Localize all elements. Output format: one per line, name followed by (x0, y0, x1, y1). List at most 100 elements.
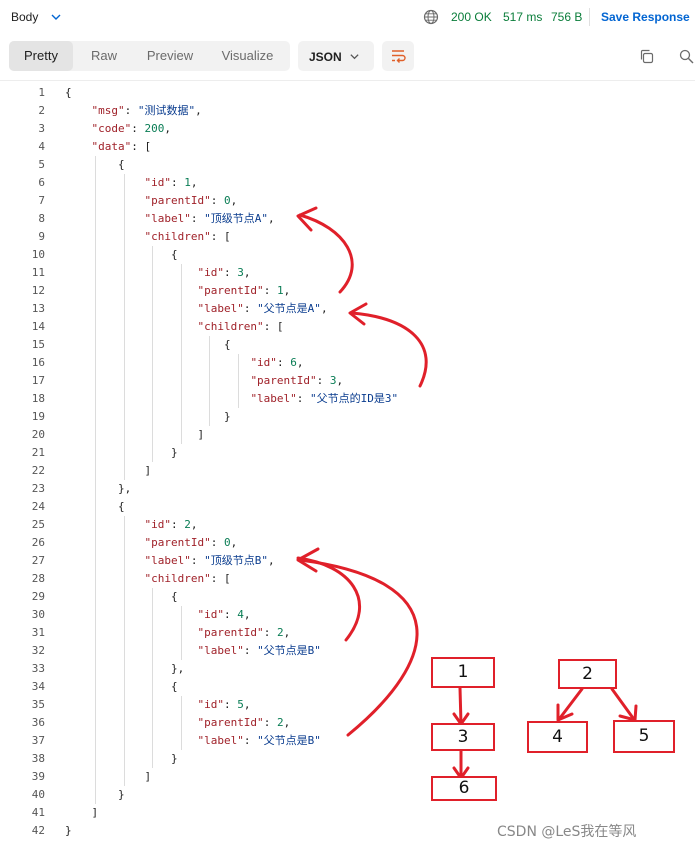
code-line[interactable]: 15 { (0, 336, 695, 354)
code-line[interactable]: 6 "id": 1, (0, 174, 695, 192)
line-number: 25 (31, 518, 45, 531)
line-number: 5 (38, 158, 45, 171)
code-line[interactable]: 30 "id": 4, (0, 606, 695, 624)
code-line[interactable]: 31 "parentId": 2, (0, 624, 695, 642)
code-line[interactable]: 22 ] (0, 462, 695, 480)
code-line[interactable]: 14 "children": [ (0, 318, 695, 336)
code-line[interactable]: 33 }, (0, 660, 695, 678)
code-line[interactable]: 4 "data": [ (0, 138, 695, 156)
code-line[interactable]: 19 } (0, 408, 695, 426)
line-number: 39 (31, 770, 45, 783)
body-dropdown-label[interactable]: Body (11, 10, 39, 24)
code-line[interactable]: 29 { (0, 588, 695, 606)
globe-icon[interactable] (423, 9, 439, 25)
indent-guide (95, 156, 96, 804)
code-line[interactable]: 42} (0, 822, 695, 840)
code-line[interactable]: 11 "id": 3, (0, 264, 695, 282)
code-line[interactable]: 17 "parentId": 3, (0, 372, 695, 390)
code-line[interactable]: 20 ] (0, 426, 695, 444)
code-line[interactable]: 2 "msg": "测试数据", (0, 102, 695, 120)
code-line[interactable]: 37 "label": "父节点是B" (0, 732, 695, 750)
code-text: { (117, 158, 125, 171)
code-line[interactable]: 21 } (0, 444, 695, 462)
code-text: "label": "顶级节点A", (144, 212, 275, 225)
code-line[interactable]: 34 { (0, 678, 695, 696)
tab-visualize[interactable]: Visualize (221, 48, 274, 63)
line-number: 28 (31, 572, 45, 585)
line-number: 26 (31, 536, 45, 549)
wrap-lines-button[interactable] (382, 41, 414, 71)
line-number: 18 (31, 392, 45, 405)
code-line[interactable]: 8 "label": "顶级节点A", (0, 210, 695, 228)
code-line[interactable]: 25 "id": 2, (0, 516, 695, 534)
line-number: 13 (31, 302, 45, 315)
code-line[interactable]: 10 { (0, 246, 695, 264)
code-text: ] (65, 464, 152, 477)
tree-node-box: 2 (558, 659, 617, 689)
line-number: 32 (31, 644, 45, 657)
code-line[interactable]: 35 "id": 5, (0, 696, 695, 714)
tab-preview[interactable]: Preview (146, 48, 194, 63)
code-line[interactable]: 9 "children": [ (0, 228, 695, 246)
copy-icon[interactable] (639, 49, 654, 64)
code-text: } (65, 410, 231, 423)
code-text: "label": "父节点是B" (197, 644, 321, 657)
line-number: 42 (31, 824, 45, 837)
save-response-button[interactable]: Save Response (601, 10, 690, 24)
line-number: 27 (31, 554, 45, 567)
tab-pretty[interactable]: Pretty (9, 41, 73, 71)
line-number: 40 (31, 788, 45, 801)
search-icon[interactable] (679, 49, 694, 64)
response-size[interactable]: 756 B (551, 10, 583, 24)
code-text: ] (65, 806, 99, 819)
code-line[interactable]: 5 { (0, 156, 695, 174)
line-number: 14 (31, 320, 45, 333)
code-text: "id": 1, (144, 176, 198, 189)
line-number: 16 (31, 356, 45, 369)
code-line[interactable]: 38 } (0, 750, 695, 768)
code-text: "parentId": 2, (197, 716, 291, 729)
code-line[interactable]: 40 } (0, 786, 695, 804)
code-text: "children": [ (144, 230, 231, 243)
code-text: "data": [ (91, 140, 152, 153)
code-line[interactable]: 24 { (0, 498, 695, 516)
code-line[interactable]: 39 ] (0, 768, 695, 786)
code-line[interactable]: 7 "parentId": 0, (0, 192, 695, 210)
toolbar-divider (0, 80, 695, 81)
tab-raw[interactable]: Raw (90, 48, 117, 63)
code-line[interactable]: 16 "id": 6, (0, 354, 695, 372)
line-number: 2 (38, 104, 45, 117)
indent-guide (124, 174, 125, 480)
code-line[interactable]: 28 "children": [ (0, 570, 695, 588)
wrap-lines-icon (392, 50, 406, 63)
format-select[interactable]: JSON (298, 41, 374, 71)
code-line[interactable]: 41 ] (0, 804, 695, 822)
code-text: "label": "父节点是A", (197, 302, 328, 315)
code-text: "parentId": 0, (144, 536, 238, 549)
code-line[interactable]: 32 "label": "父节点是B" (0, 642, 695, 660)
code-text: }, (65, 482, 132, 495)
code-text: "id": 5, (197, 698, 251, 711)
code-line[interactable]: 1{ (0, 84, 695, 102)
code-line[interactable]: 13 "label": "父节点是A", (0, 300, 695, 318)
code-line[interactable]: 18 "label": "父节点的ID是3" (0, 390, 695, 408)
line-number: 22 (31, 464, 45, 477)
format-label: JSON (309, 50, 342, 64)
status-code[interactable]: 200 OK (451, 10, 492, 24)
code-line[interactable]: 36 "parentId": 2, (0, 714, 695, 732)
line-number: 4 (38, 140, 45, 153)
code-text: { (65, 248, 178, 261)
chevron-down-icon[interactable] (50, 11, 62, 23)
code-line[interactable]: 26 "parentId": 0, (0, 534, 695, 552)
line-number: 3 (38, 122, 45, 135)
view-mode-tabs: Pretty Raw Preview Visualize (9, 41, 290, 71)
code-line[interactable]: 27 "label": "顶级节点B", (0, 552, 695, 570)
tree-node-box: 3 (431, 723, 495, 751)
code-line[interactable]: 23 }, (0, 480, 695, 498)
line-number: 12 (31, 284, 45, 297)
response-time[interactable]: 517 ms (503, 10, 543, 24)
code-line[interactable]: 12 "parentId": 1, (0, 282, 695, 300)
code-text: "label": "父节点的ID是3" (250, 392, 399, 405)
line-number: 7 (38, 194, 45, 207)
code-line[interactable]: 3 "code": 200, (0, 120, 695, 138)
